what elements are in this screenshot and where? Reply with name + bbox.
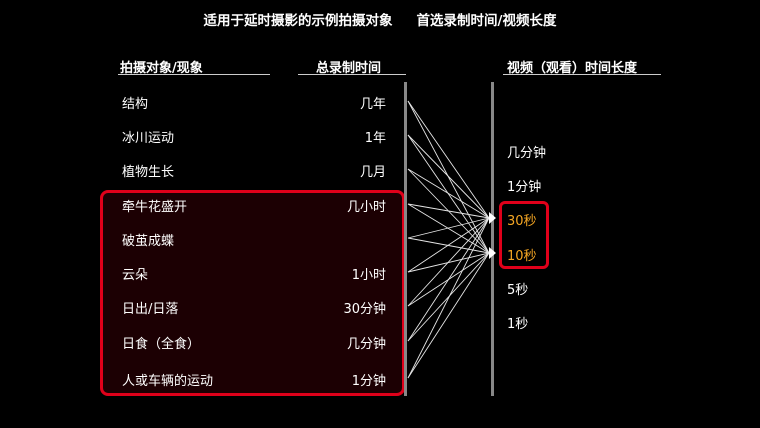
subject-label: 破茧成蝶 — [122, 234, 175, 249]
header-record: 总录制时间 — [316, 61, 382, 76]
record-time-value: 几小时 — [346, 200, 386, 215]
subject-label: 日出/日落 — [122, 302, 179, 317]
connection-line — [407, 134, 490, 219]
header-subject: 拍摄对象/现象 — [120, 61, 203, 76]
video-axis-bar — [491, 82, 494, 396]
subject-label: 结构 — [122, 97, 149, 112]
highlight-box-outputs — [499, 201, 549, 269]
record-time-value: 1分钟 — [351, 374, 386, 389]
record-axis-bar — [404, 82, 407, 396]
video-length-value: 1分钟 — [507, 180, 542, 195]
record-time-value: 几月 — [359, 165, 386, 180]
arrowhead-icon — [489, 247, 496, 259]
subject-label: 冰川运动 — [122, 131, 175, 146]
connection-line — [407, 252, 490, 342]
highlight-box-subjects — [100, 190, 405, 396]
connection-line — [407, 252, 490, 379]
subject-label: 日食（全食） — [122, 337, 201, 352]
subject-label: 人或车辆的运动 — [122, 374, 214, 389]
connection-line — [407, 217, 490, 273]
connection-line — [407, 217, 490, 379]
video-length-value: 1秒 — [507, 317, 529, 332]
record-time-value: 几年 — [359, 97, 386, 112]
video-length-value-highlighted: 30秒 — [507, 214, 537, 229]
title-sub: 首选录制时间/视频长度 — [416, 13, 557, 29]
connection-line — [407, 217, 490, 307]
header-subject-underline — [118, 74, 270, 75]
video-length-value: 几分钟 — [507, 146, 547, 161]
subject-label: 牵牛花盛开 — [122, 200, 188, 215]
header-record-underline — [298, 74, 406, 75]
connection-line — [407, 100, 490, 219]
connection-line — [407, 217, 490, 239]
video-length-value-highlighted: 10秒 — [507, 249, 537, 264]
arrowhead-icon — [489, 212, 496, 224]
record-time-value: 1小时 — [351, 268, 386, 283]
connection-line — [407, 217, 490, 342]
record-time-value: 30分钟 — [343, 302, 386, 317]
record-time-value: 1年 — [364, 131, 386, 146]
subject-label: 云朵 — [122, 268, 149, 283]
header-video-underline — [503, 74, 661, 75]
header-video: 视频（观看）时间长度 — [507, 61, 638, 76]
title-main: 适用于延时摄影的示例拍摄对象 — [203, 13, 393, 29]
video-length-value: 5秒 — [507, 283, 529, 298]
subject-label: 植物生长 — [122, 165, 175, 180]
connection-line — [407, 203, 490, 219]
page-title: 适用于延时摄影的示例拍摄对象 首选录制时间/视频长度 — [0, 9, 760, 29]
connection-line — [407, 168, 490, 219]
record-time-value: 几分钟 — [346, 337, 386, 352]
